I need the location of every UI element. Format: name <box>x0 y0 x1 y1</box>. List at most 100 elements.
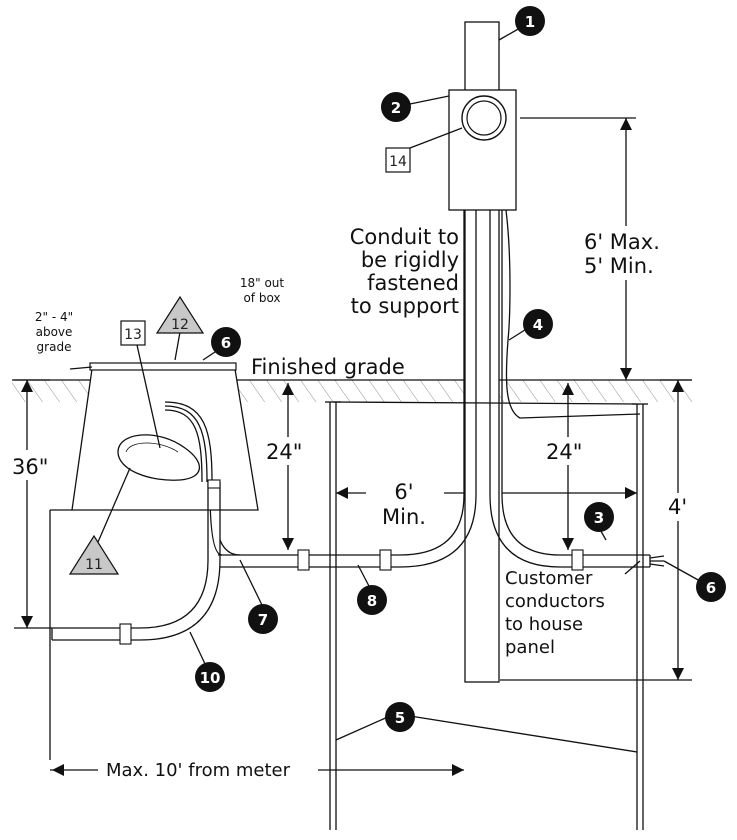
depth-left-bg <box>10 450 52 480</box>
conduit-coupling-b <box>379 549 392 571</box>
conduit-right-inner <box>489 210 650 568</box>
conduit-note-4: to support <box>351 294 459 318</box>
out-of-box-1: 18" out <box>240 276 285 290</box>
leader-8 <box>357 564 371 589</box>
spacing-min: Min. <box>382 505 426 529</box>
ground-wire <box>505 209 641 419</box>
dim-24in-right <box>562 383 574 550</box>
pedestal-lid <box>89 362 237 371</box>
callout-4: 4 <box>523 309 553 339</box>
svg-text:2: 2 <box>391 99 401 117</box>
dim-4ft <box>500 379 692 681</box>
depth-24-right: 24" <box>546 440 582 464</box>
conduit-left-inner <box>222 210 477 568</box>
svg-text:14: 14 <box>389 154 407 170</box>
svg-text:12: 12 <box>171 317 189 333</box>
leader-7 <box>239 559 263 606</box>
svg-text:6: 6 <box>706 579 716 597</box>
above-grade-3: grade <box>37 340 72 354</box>
max-from-meter: Max. 10' from meter <box>106 760 291 781</box>
cable-b <box>164 405 208 483</box>
customer-conductors-1: Customer <box>505 568 593 589</box>
cable-a <box>164 401 213 483</box>
conduit-coupling-c <box>571 549 584 571</box>
customer-conductor-ends <box>649 555 665 567</box>
above-grade-1: 2" - 4" <box>35 310 73 324</box>
box-callout-13: 13 <box>120 320 146 346</box>
depth-right-bg <box>543 437 591 465</box>
box-callout-14: 14 <box>385 147 411 173</box>
svg-text:13: 13 <box>124 327 142 343</box>
conduit-down-outer <box>52 482 209 629</box>
leader-5b <box>409 715 638 753</box>
customer-conductors-2: conductors <box>505 591 605 612</box>
svg-text:10: 10 <box>200 669 221 687</box>
meter-face <box>466 100 502 136</box>
elbow-top <box>219 539 241 556</box>
height-label-bg <box>580 226 672 280</box>
conduit-coupling-low <box>119 623 132 645</box>
svg-text:4: 4 <box>533 316 543 334</box>
ground-conductor <box>332 401 641 405</box>
connector-housing <box>117 434 201 481</box>
leader-above-grade <box>69 366 93 370</box>
conduit-note-3: fastened <box>367 271 459 295</box>
depth-box-bg <box>263 437 311 465</box>
height-min: 5' Min. <box>584 254 654 278</box>
callout-6b: 6 <box>696 572 726 602</box>
leader-13 <box>136 344 161 449</box>
depth-24-left: 24" <box>266 440 302 464</box>
height-max: 6' Max. <box>584 230 660 254</box>
svg-text:11: 11 <box>85 557 103 573</box>
customer-conductors-4: panel <box>505 637 555 658</box>
dim-36in <box>14 379 52 629</box>
callout-1: 1 <box>515 6 545 36</box>
conduit-down-inner <box>52 482 221 641</box>
svg-text:1: 1 <box>525 13 535 31</box>
leader-14 <box>409 127 463 149</box>
leader-6b <box>663 560 701 582</box>
conduit-coupling-a <box>297 549 310 571</box>
callout-5: 5 <box>385 702 415 732</box>
leader-customer <box>624 560 641 575</box>
conduit-note-1: Conduit to <box>350 225 459 249</box>
conduit-left-outer <box>222 210 465 556</box>
svg-text:6: 6 <box>221 334 231 352</box>
dim-24in-left <box>282 383 294 550</box>
leader-10 <box>189 631 207 667</box>
svg-text:8: 8 <box>367 592 377 610</box>
triangle-callout-11: 11 <box>68 534 120 575</box>
triangle-callout-12: 12 <box>155 295 205 334</box>
leader-11 <box>94 467 131 550</box>
callout-10: 10 <box>195 662 225 692</box>
depth-36: 36" <box>12 455 48 479</box>
callout-2: 2 <box>381 92 411 122</box>
callout-6a: 6 <box>211 327 241 357</box>
conduit-note-2: be rigidly <box>361 248 459 272</box>
finished-grade-label: Finished grade <box>251 355 405 379</box>
leader-1 <box>498 27 521 41</box>
svg-text:3: 3 <box>594 509 604 527</box>
leader-5a <box>335 715 391 741</box>
callout-7: 7 <box>248 604 278 634</box>
callout-3: 3 <box>584 502 614 532</box>
cable-c <box>164 409 203 483</box>
leader-2 <box>409 95 450 105</box>
svg-text:5: 5 <box>395 709 405 727</box>
dim-10ft <box>50 764 464 776</box>
connector-detail <box>125 442 179 453</box>
leader-12 <box>174 331 181 361</box>
conduit-right-outer <box>501 210 650 556</box>
rod-depth-bg <box>664 493 694 521</box>
callout-8: 8 <box>357 585 387 615</box>
rod-depth-4ft: 4' <box>668 495 687 519</box>
out-of-box-2: of box <box>243 291 280 305</box>
above-grade-2: above <box>36 325 73 339</box>
spacing-6ft: 6' <box>394 480 413 504</box>
dim-6ft-min <box>336 487 637 499</box>
riser-coupling <box>207 479 221 489</box>
customer-conductors-3: to house <box>505 614 583 635</box>
svg-text:7: 7 <box>258 611 268 629</box>
